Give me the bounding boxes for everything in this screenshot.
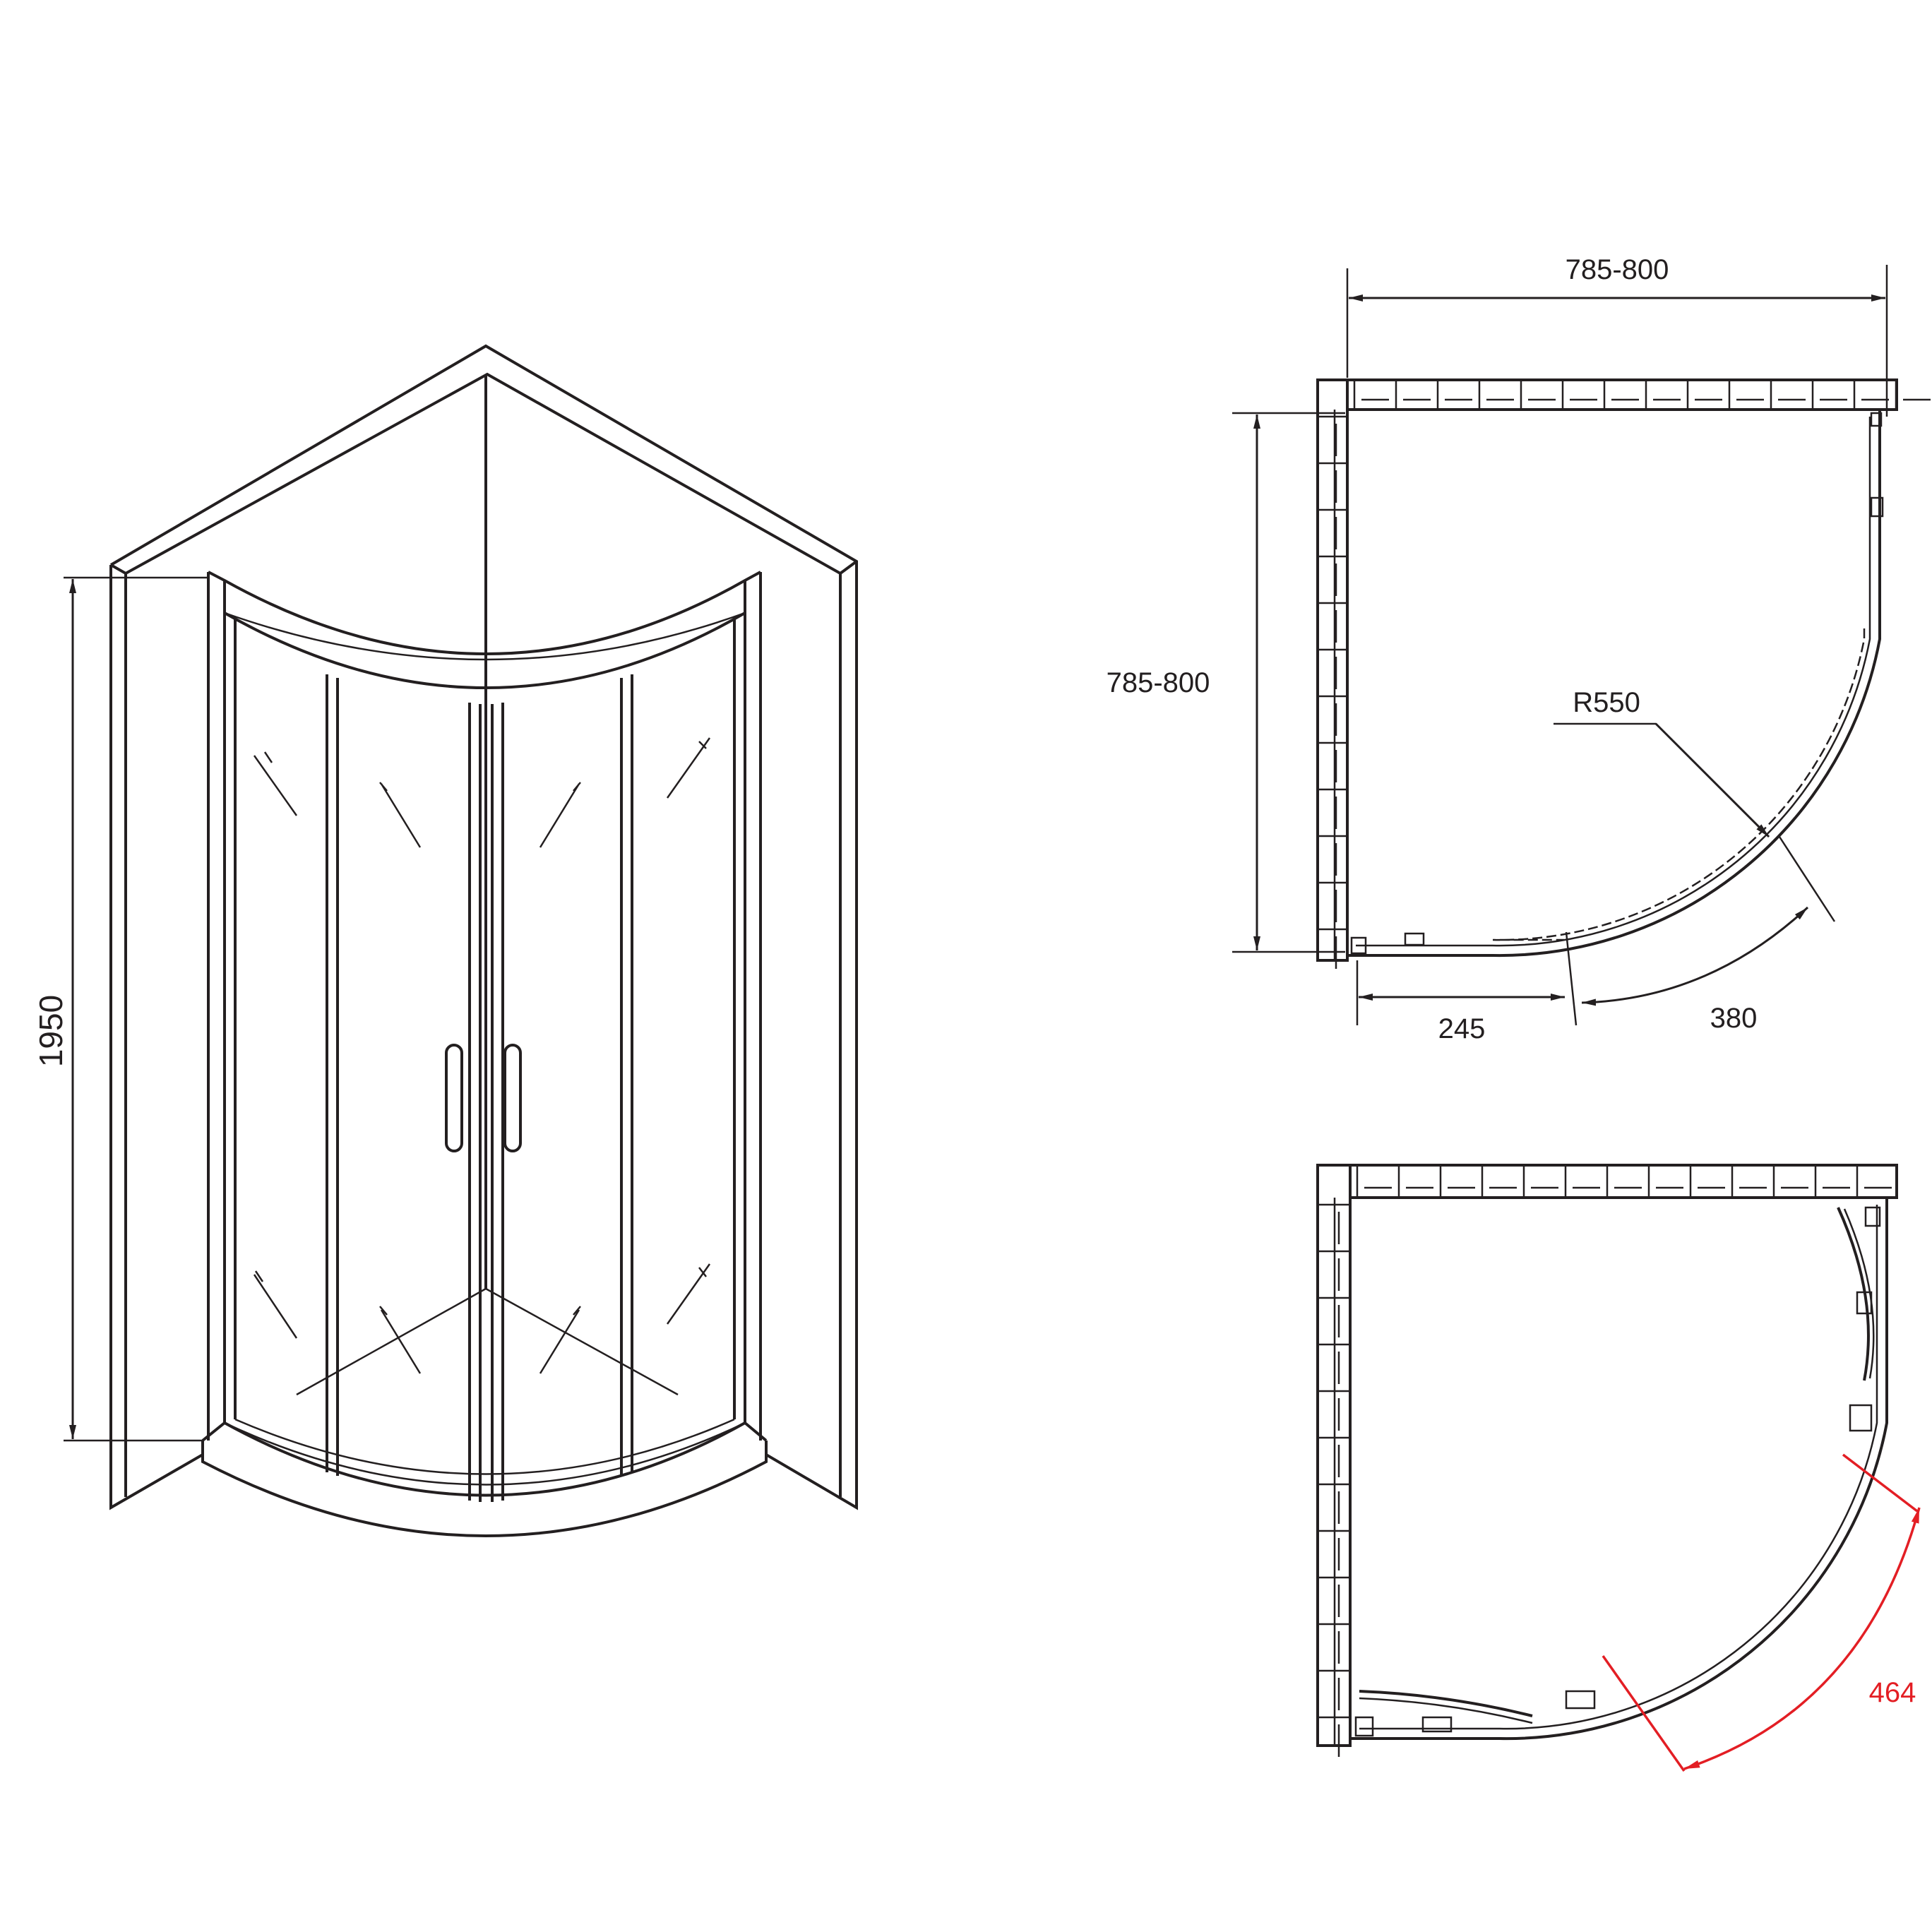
radius-label: R550 [1573,687,1640,718]
fixed-panel-label: 245 [1438,1013,1486,1044]
isometric-view: 1950 [32,344,858,1537]
wall-tiles [1318,380,1931,969]
plan-view-top: 785-800 785-800 R550 245 380 [1107,254,1931,1044]
wall-tiles [1318,1165,1892,1757]
right-handle[interactable] [503,1044,522,1152]
door-arc-label: 380 [1710,1003,1758,1034]
open-arc-dimension: 464 [1602,1453,1921,1772]
left-handle[interactable] [445,1044,463,1152]
enclosure-profile-bottom [1350,1198,1888,1741]
glass-reflections [253,737,711,1374]
height-dimension: 1950 [32,576,208,1442]
plan-width-label: 785-800 [1566,254,1669,285]
door-handles [445,1044,522,1152]
plan-dimensions-top: 785-800 785-800 R550 245 380 [1107,254,1888,1044]
tile-pattern-top [1333,408,1897,960]
glass-panels [223,613,746,1502]
plan-view-bottom: 464 [1316,1164,1921,1772]
open-arc-label: 464 [1869,1677,1916,1708]
shower-tray [201,1418,768,1537]
height-label: 1950 [32,995,69,1067]
enclosure-profile-top [1347,410,1884,958]
top-rail [207,571,762,1441]
plan-depth-label: 785-800 [1107,667,1210,698]
